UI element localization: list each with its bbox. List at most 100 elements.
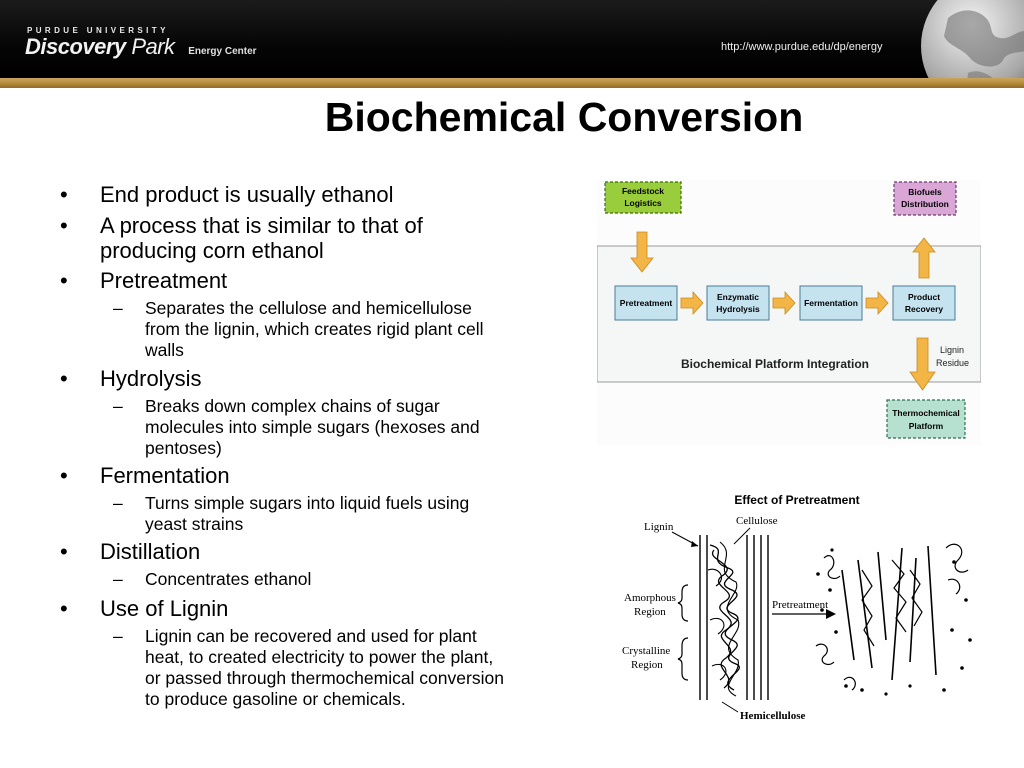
hemicellulose-label: Hemicellulose xyxy=(740,710,805,722)
intact-fiber-bundle xyxy=(699,535,769,700)
lignin-residue-label-2: Residue xyxy=(936,358,969,368)
header-banner: PURDUE UNIVERSITY Discovery Park Energy … xyxy=(0,0,1024,78)
feedstock-logistics-box xyxy=(604,181,682,214)
sub-bullet-text: Breaks down complex chains of sugar xyxy=(145,396,440,416)
bullet-item: • End product is usually ethanol xyxy=(60,182,394,207)
crystalline-brace xyxy=(677,637,689,681)
bullet-marker: • xyxy=(60,596,68,621)
right-arrow-icon xyxy=(772,290,796,316)
platform-integration-label: Biochemical Platform Integration xyxy=(681,357,869,371)
sub-bullet-item: – Separates the cellulose and hemicellulo… xyxy=(113,298,472,319)
thermochemical-label-1: Thermochemical xyxy=(892,408,960,418)
sub-bullet-item: – Breaks down complex chains of sugar xyxy=(113,396,440,417)
biofuels-label-1: Biofuels xyxy=(908,187,942,197)
enzymatic-hydrolysis-box xyxy=(706,285,770,321)
sub-bullet-line: pentoses) xyxy=(145,438,222,458)
bullet-text: Use of Lignin xyxy=(100,596,229,621)
sub-bullet-line: to produce gasoline or chemicals. xyxy=(145,689,406,709)
sub-bullet-line: yeast strains xyxy=(145,514,244,534)
sub-bullet-line: from the lignin, which creates rigid pla… xyxy=(145,319,484,339)
dash-marker: – xyxy=(113,298,123,318)
biofuels-distribution-box xyxy=(893,181,957,216)
amorphous-label-2: Region xyxy=(634,606,666,618)
bullet-item: • A process that is similar to that of xyxy=(60,213,423,238)
bullet-text: A process that is similar to that of xyxy=(100,213,423,238)
enzymatic-label-1: Enzymatic xyxy=(717,292,759,302)
right-arrow-icon xyxy=(680,290,704,316)
dash-marker: – xyxy=(113,569,123,589)
product-recovery-box xyxy=(892,285,956,321)
crystalline-label-2: Region xyxy=(631,659,663,671)
sub-bullet-text: Separates the cellulose and hemicellulos… xyxy=(145,298,472,318)
bullet-text: Hydrolysis xyxy=(100,366,202,391)
amorphous-label-1: Amorphous xyxy=(624,592,676,604)
bullet-item: • Pretreatment xyxy=(60,268,228,293)
product-label-2: Recovery xyxy=(905,304,944,314)
pretreatment-box xyxy=(614,285,678,321)
product-label-1: Product xyxy=(908,292,940,302)
amorphous-brace xyxy=(677,584,689,622)
cellulose-label: Cellulose xyxy=(736,515,778,527)
fermentation-label: Fermentation xyxy=(804,298,858,308)
crystalline-label-1: Crystalline xyxy=(622,645,670,657)
bullet-item: • Use of Lignin xyxy=(60,596,229,621)
logo-sub-text: Energy Center xyxy=(188,46,257,57)
down-arrow-icon xyxy=(630,231,654,273)
pretreatment-effect-figure: Effect of Pretreatment Lignin Cellulose … xyxy=(610,490,990,730)
bullet-text: Fermentation xyxy=(100,463,230,488)
pretreatment-label: Pretreatment xyxy=(620,298,673,308)
pretreatment-arrow-label: Pretreatment xyxy=(772,599,828,611)
sub-bullet-line: or passed through thermochemical convers… xyxy=(145,668,504,688)
bullet-text: Pretreatment xyxy=(100,268,228,293)
sub-bullet-item: – Lignin can be recovered and used for pl… xyxy=(113,626,477,647)
dash-marker: – xyxy=(113,396,123,416)
lignin-residue-label-1: Lignin xyxy=(940,345,964,355)
dash-marker: – xyxy=(113,493,123,513)
sub-bullet-item: – Concentrates ethanol xyxy=(113,569,312,590)
bullet-marker: • xyxy=(60,268,68,293)
bullet-item: • Fermentation xyxy=(60,463,230,488)
bullet-item: • Hydrolysis xyxy=(60,366,202,391)
sub-bullet-text: Turns simple sugars into liquid fuels us… xyxy=(145,493,470,513)
down-arrow-icon xyxy=(909,337,936,391)
dash-marker: – xyxy=(113,626,123,646)
bullet-text: Distillation xyxy=(100,539,201,564)
sub-bullet-text: Lignin can be recovered and used for pla… xyxy=(145,626,477,646)
bullet-marker: • xyxy=(60,463,68,488)
bullet-marker: • xyxy=(60,182,68,207)
bullet-continuation: producing corn ethanol xyxy=(100,238,324,263)
logo-main-text: Discovery xyxy=(25,34,126,59)
header-url: http://www.purdue.edu/dp/energy xyxy=(721,41,883,53)
sub-bullet-line: molecules into simple sugars (hexoses an… xyxy=(145,417,480,437)
platform-integration-diagram: Feedstock Logistics Biofuels Distributio… xyxy=(597,180,981,445)
lignin-label: Lignin xyxy=(644,521,674,533)
feedstock-label-1: Feedstock xyxy=(622,186,664,196)
biofuels-label-2: Distribution xyxy=(901,199,949,209)
bullet-marker: • xyxy=(60,539,68,564)
released-particles xyxy=(816,548,972,696)
fermentation-box xyxy=(799,285,863,321)
sub-bullet-line: walls xyxy=(145,340,184,360)
feedstock-label-2: Logistics xyxy=(624,198,662,208)
logo-park-text: Park xyxy=(131,34,175,59)
bullet-marker: • xyxy=(60,213,68,238)
pretreatment-figure-title: Effect of Pretreatment xyxy=(734,493,859,507)
disrupted-fiber-bundle xyxy=(815,543,969,691)
thermochemical-label-2: Platform xyxy=(909,421,944,431)
slide-title: Biochemical Conversion xyxy=(324,94,804,140)
up-arrow-icon xyxy=(912,237,936,279)
sub-bullet-item: – Turns simple sugars into liquid fuels u… xyxy=(113,493,470,514)
header-gold-stripe xyxy=(0,78,1024,88)
logo-university-text: PURDUE UNIVERSITY xyxy=(27,26,169,35)
enzymatic-label-2: Hydrolysis xyxy=(716,304,760,314)
thermochemical-platform-box xyxy=(886,399,966,439)
pretreatment-arrow-icon xyxy=(826,609,836,619)
sub-bullet-line: heat, to created electricity to power th… xyxy=(145,647,494,667)
discovery-park-logo: Discovery Park Energy Center xyxy=(25,34,257,60)
sub-bullet-text: Concentrates ethanol xyxy=(145,569,312,589)
right-arrow-icon xyxy=(865,290,889,316)
bullet-item: • Distillation xyxy=(60,539,201,564)
globe-icon xyxy=(921,0,1024,78)
bullet-marker: • xyxy=(60,366,68,391)
bullet-text: End product is usually ethanol xyxy=(100,182,394,207)
